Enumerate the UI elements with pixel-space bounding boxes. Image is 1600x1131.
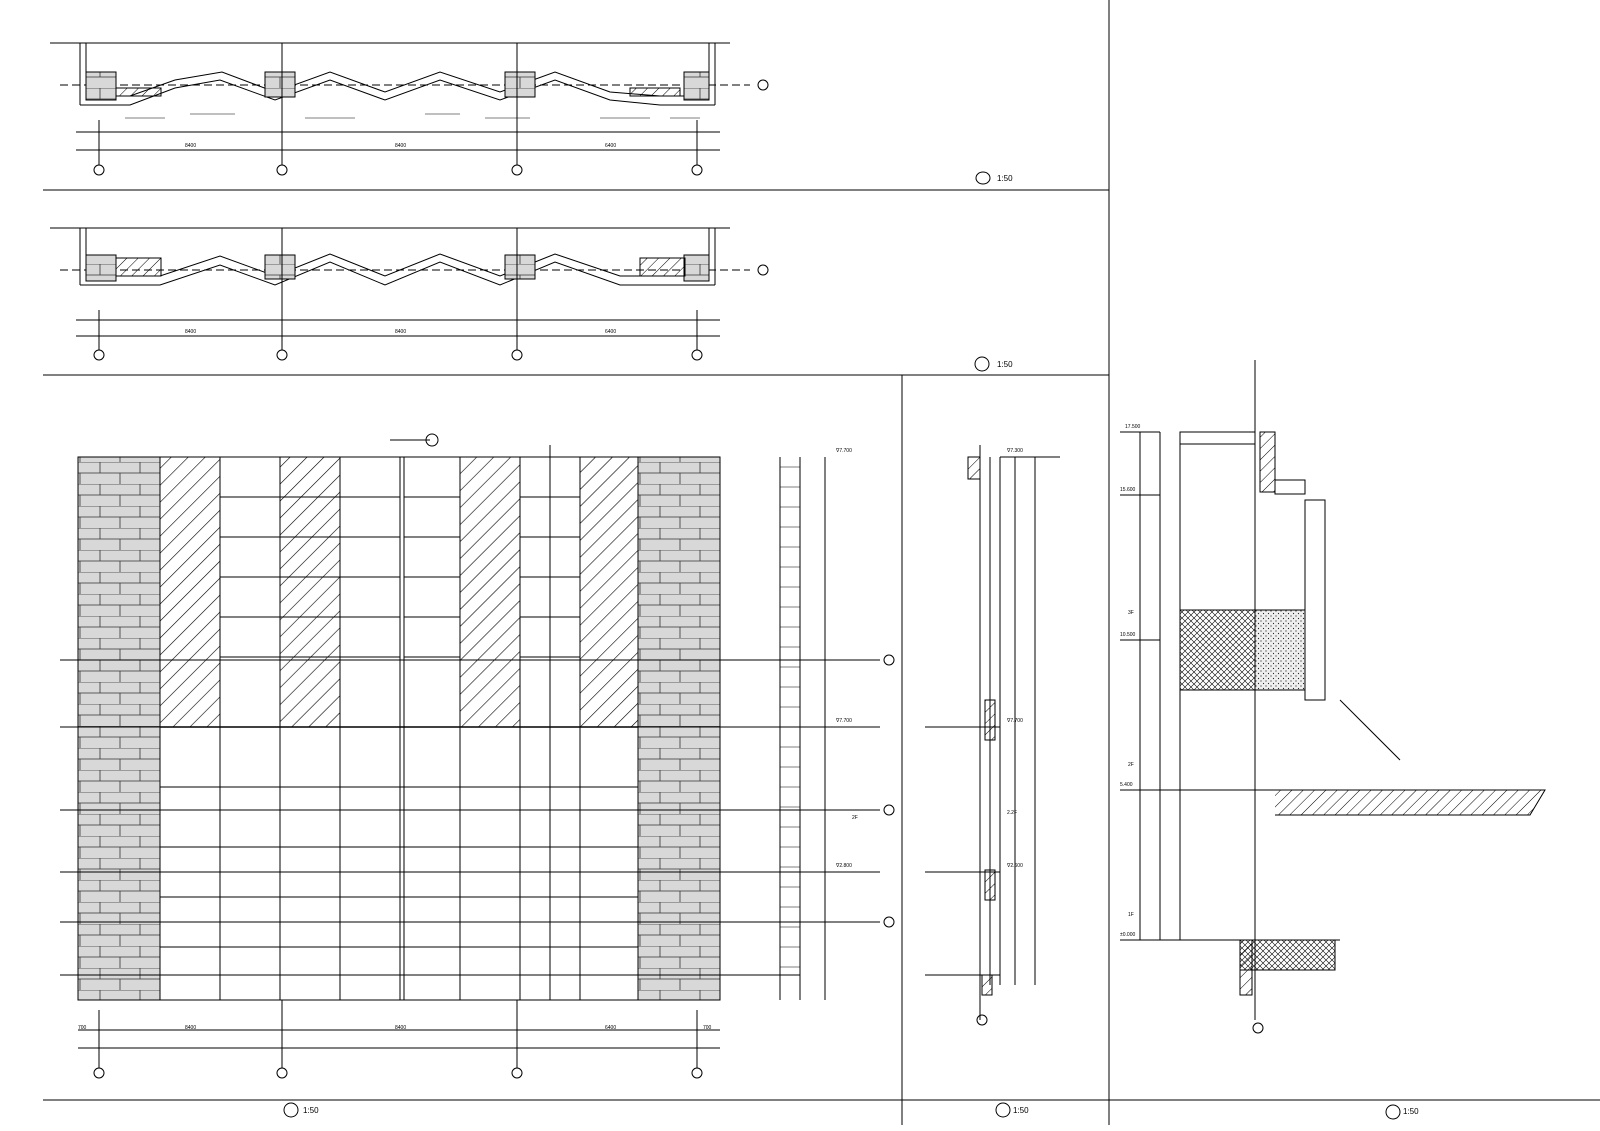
plan-b [50,227,990,372]
section-c [925,445,1060,1118]
elev-bottom-dim-2: 8400 [185,1025,197,1031]
plan-b-dim-1: 8400 [185,329,197,335]
elev-floor-2f: 2F [852,815,858,821]
sec-c-level-2: ∇7.700 [1007,718,1023,724]
sec2-level-3: 3F [1128,610,1134,616]
elev-bottom-dim-4: 6400 [605,1025,617,1031]
elevation-1 [60,433,895,1118]
elev-bottom-dim-3: 8400 [395,1025,407,1031]
elevation-1-ticks [780,466,800,968]
plan-a-scale: 1:50 [997,174,1013,183]
plan-a-dim-3: 6400 [605,143,617,149]
elev-bottom-dim-1: 700 [78,1025,87,1031]
plan-b-scale: 1:50 [997,360,1013,369]
section-c-scale: 1:50 [1013,1106,1029,1115]
plan-a-dim-2: 8400 [395,143,407,149]
elev-bottom-dim-5: 700 [703,1025,712,1031]
elev-level-1: ∇7.700 [836,448,852,454]
sec2-level-5: 2F [1128,762,1134,768]
sec2-level-8: ±0.000 [1120,932,1136,938]
plan-b-dim-2: 8400 [395,329,407,335]
sec-c-level-3: 2.2F [1007,810,1018,816]
plan-a-dim-1: 8400 [185,143,197,149]
sheet-frame [43,0,1600,1125]
section-2-scale: 1:50 [1403,1107,1419,1116]
plan-b-dim-3: 6400 [605,329,617,335]
section-2 [1120,360,1546,1120]
sec2-level-2: 15.600 [1120,487,1136,493]
sec2-level-6: 5.400 [1120,782,1133,788]
elev-level-3: ∇2.800 [836,863,852,869]
sec2-level-1: 17.500 [1125,424,1141,430]
plan-a [50,42,991,185]
elev-level-2: ∇7.700 [836,718,852,724]
sec2-level-7: 1F [1128,912,1134,918]
sec-c-level-1: ∇7.300 [1007,448,1023,454]
sec2-level-4: 10.500 [1120,632,1136,638]
plan-a-callouts [125,113,700,119]
sec-c-level-4: ∇2.600 [1007,863,1023,869]
elevation-1-scale: 1:50 [303,1106,319,1115]
